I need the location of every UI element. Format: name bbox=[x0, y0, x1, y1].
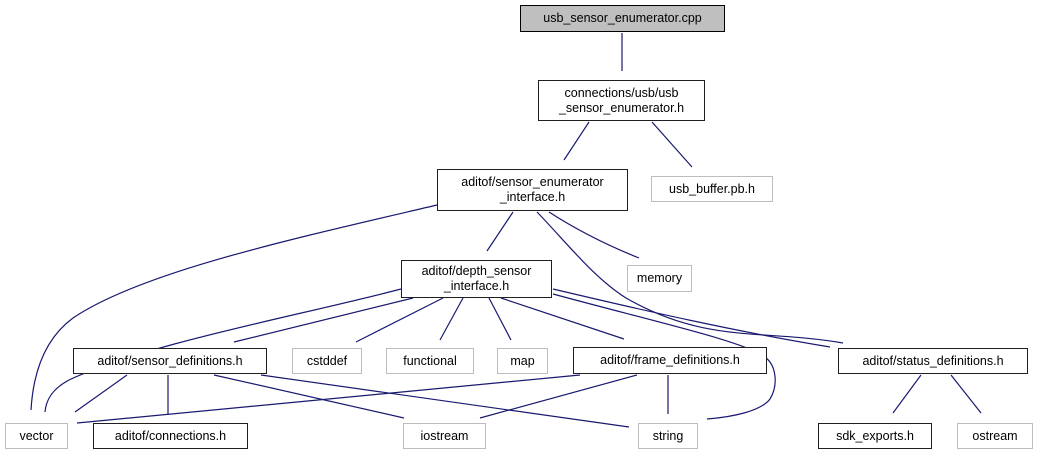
node-usb-buffer-pb-h: usb_buffer.pb.h bbox=[651, 176, 773, 202]
node-cstddef: cstddef bbox=[292, 348, 362, 374]
node-ostream: ostream bbox=[957, 423, 1033, 449]
edge-sensor-enumerator-interface-h-to-status-definitions-h bbox=[536, 211, 844, 344]
edge-depth-sensor-interface-h-to-status-definitions-h bbox=[552, 288, 831, 348]
edge-sensor-definitions-h-to-iostream bbox=[213, 374, 405, 419]
node-status-definitions-h[interactable]: aditof/status_definitions.h bbox=[838, 348, 1028, 374]
node-sdk-exports-h[interactable]: sdk_exports.h bbox=[818, 423, 932, 449]
node-usb-sensor-enumerator-h[interactable]: connections/usb/usb _sensor_enumerator.h bbox=[538, 80, 705, 121]
node-iostream: iostream bbox=[403, 423, 486, 449]
node-memory: memory bbox=[627, 265, 692, 292]
node-sensor-enumerator-interface-h[interactable]: aditof/sensor_enumerator _interface.h bbox=[437, 169, 628, 211]
edge-usb-sensor-enumerator-h-to-usb-buffer-pb-h bbox=[651, 121, 693, 168]
node-functional: functional bbox=[386, 348, 474, 374]
edge-depth-sensor-interface-h-to-frame-definitions-h bbox=[500, 297, 625, 340]
edge-sensor-enumerator-interface-h-to-vector bbox=[30, 204, 438, 411]
node-string: string bbox=[638, 423, 698, 449]
node-connections-h[interactable]: aditof/connections.h bbox=[93, 423, 248, 449]
edge-depth-sensor-interface-h-to-cstddef bbox=[355, 297, 444, 343]
edge-sensor-definitions-h-to-string bbox=[260, 374, 630, 428]
edge-sensor-definitions-h-to-vector bbox=[74, 374, 128, 413]
edge-frame-definitions-h-to-vector bbox=[76, 374, 581, 424]
node-vector: vector bbox=[5, 423, 68, 449]
edge-depth-sensor-interface-h-to-functional bbox=[439, 297, 464, 341]
node-depth-sensor-interface-h[interactable]: aditof/depth_sensor _interface.h bbox=[401, 260, 552, 298]
node-map: map bbox=[497, 348, 548, 374]
edge-sensor-enumerator-interface-h-to-memory bbox=[548, 211, 640, 259]
node-sensor-definitions-h[interactable]: aditof/sensor_definitions.h bbox=[73, 348, 267, 374]
edge-depth-sensor-interface-h-to-string bbox=[552, 293, 776, 420]
edge-usb-sensor-enumerator-h-to-sensor-enumerator-interface-h bbox=[563, 121, 590, 161]
edge-sensor-enumerator-interface-h-to-depth-sensor-interface-h bbox=[486, 211, 514, 252]
edge-depth-sensor-interface-h-to-map bbox=[488, 297, 512, 341]
edge-depth-sensor-interface-h-to-sensor-definitions-h bbox=[233, 297, 414, 343]
node-usb-sensor-enumerator-cpp: usb_sensor_enumerator.cpp bbox=[520, 5, 725, 32]
node-frame-definitions-h[interactable]: aditof/frame_definitions.h bbox=[573, 347, 767, 374]
edge-frame-definitions-h-to-iostream bbox=[479, 374, 638, 419]
edge-status-definitions-h-to-sdk-exports-h bbox=[892, 374, 922, 414]
edge-group bbox=[30, 33, 982, 428]
edge-status-definitions-h-to-ostream bbox=[950, 374, 982, 414]
